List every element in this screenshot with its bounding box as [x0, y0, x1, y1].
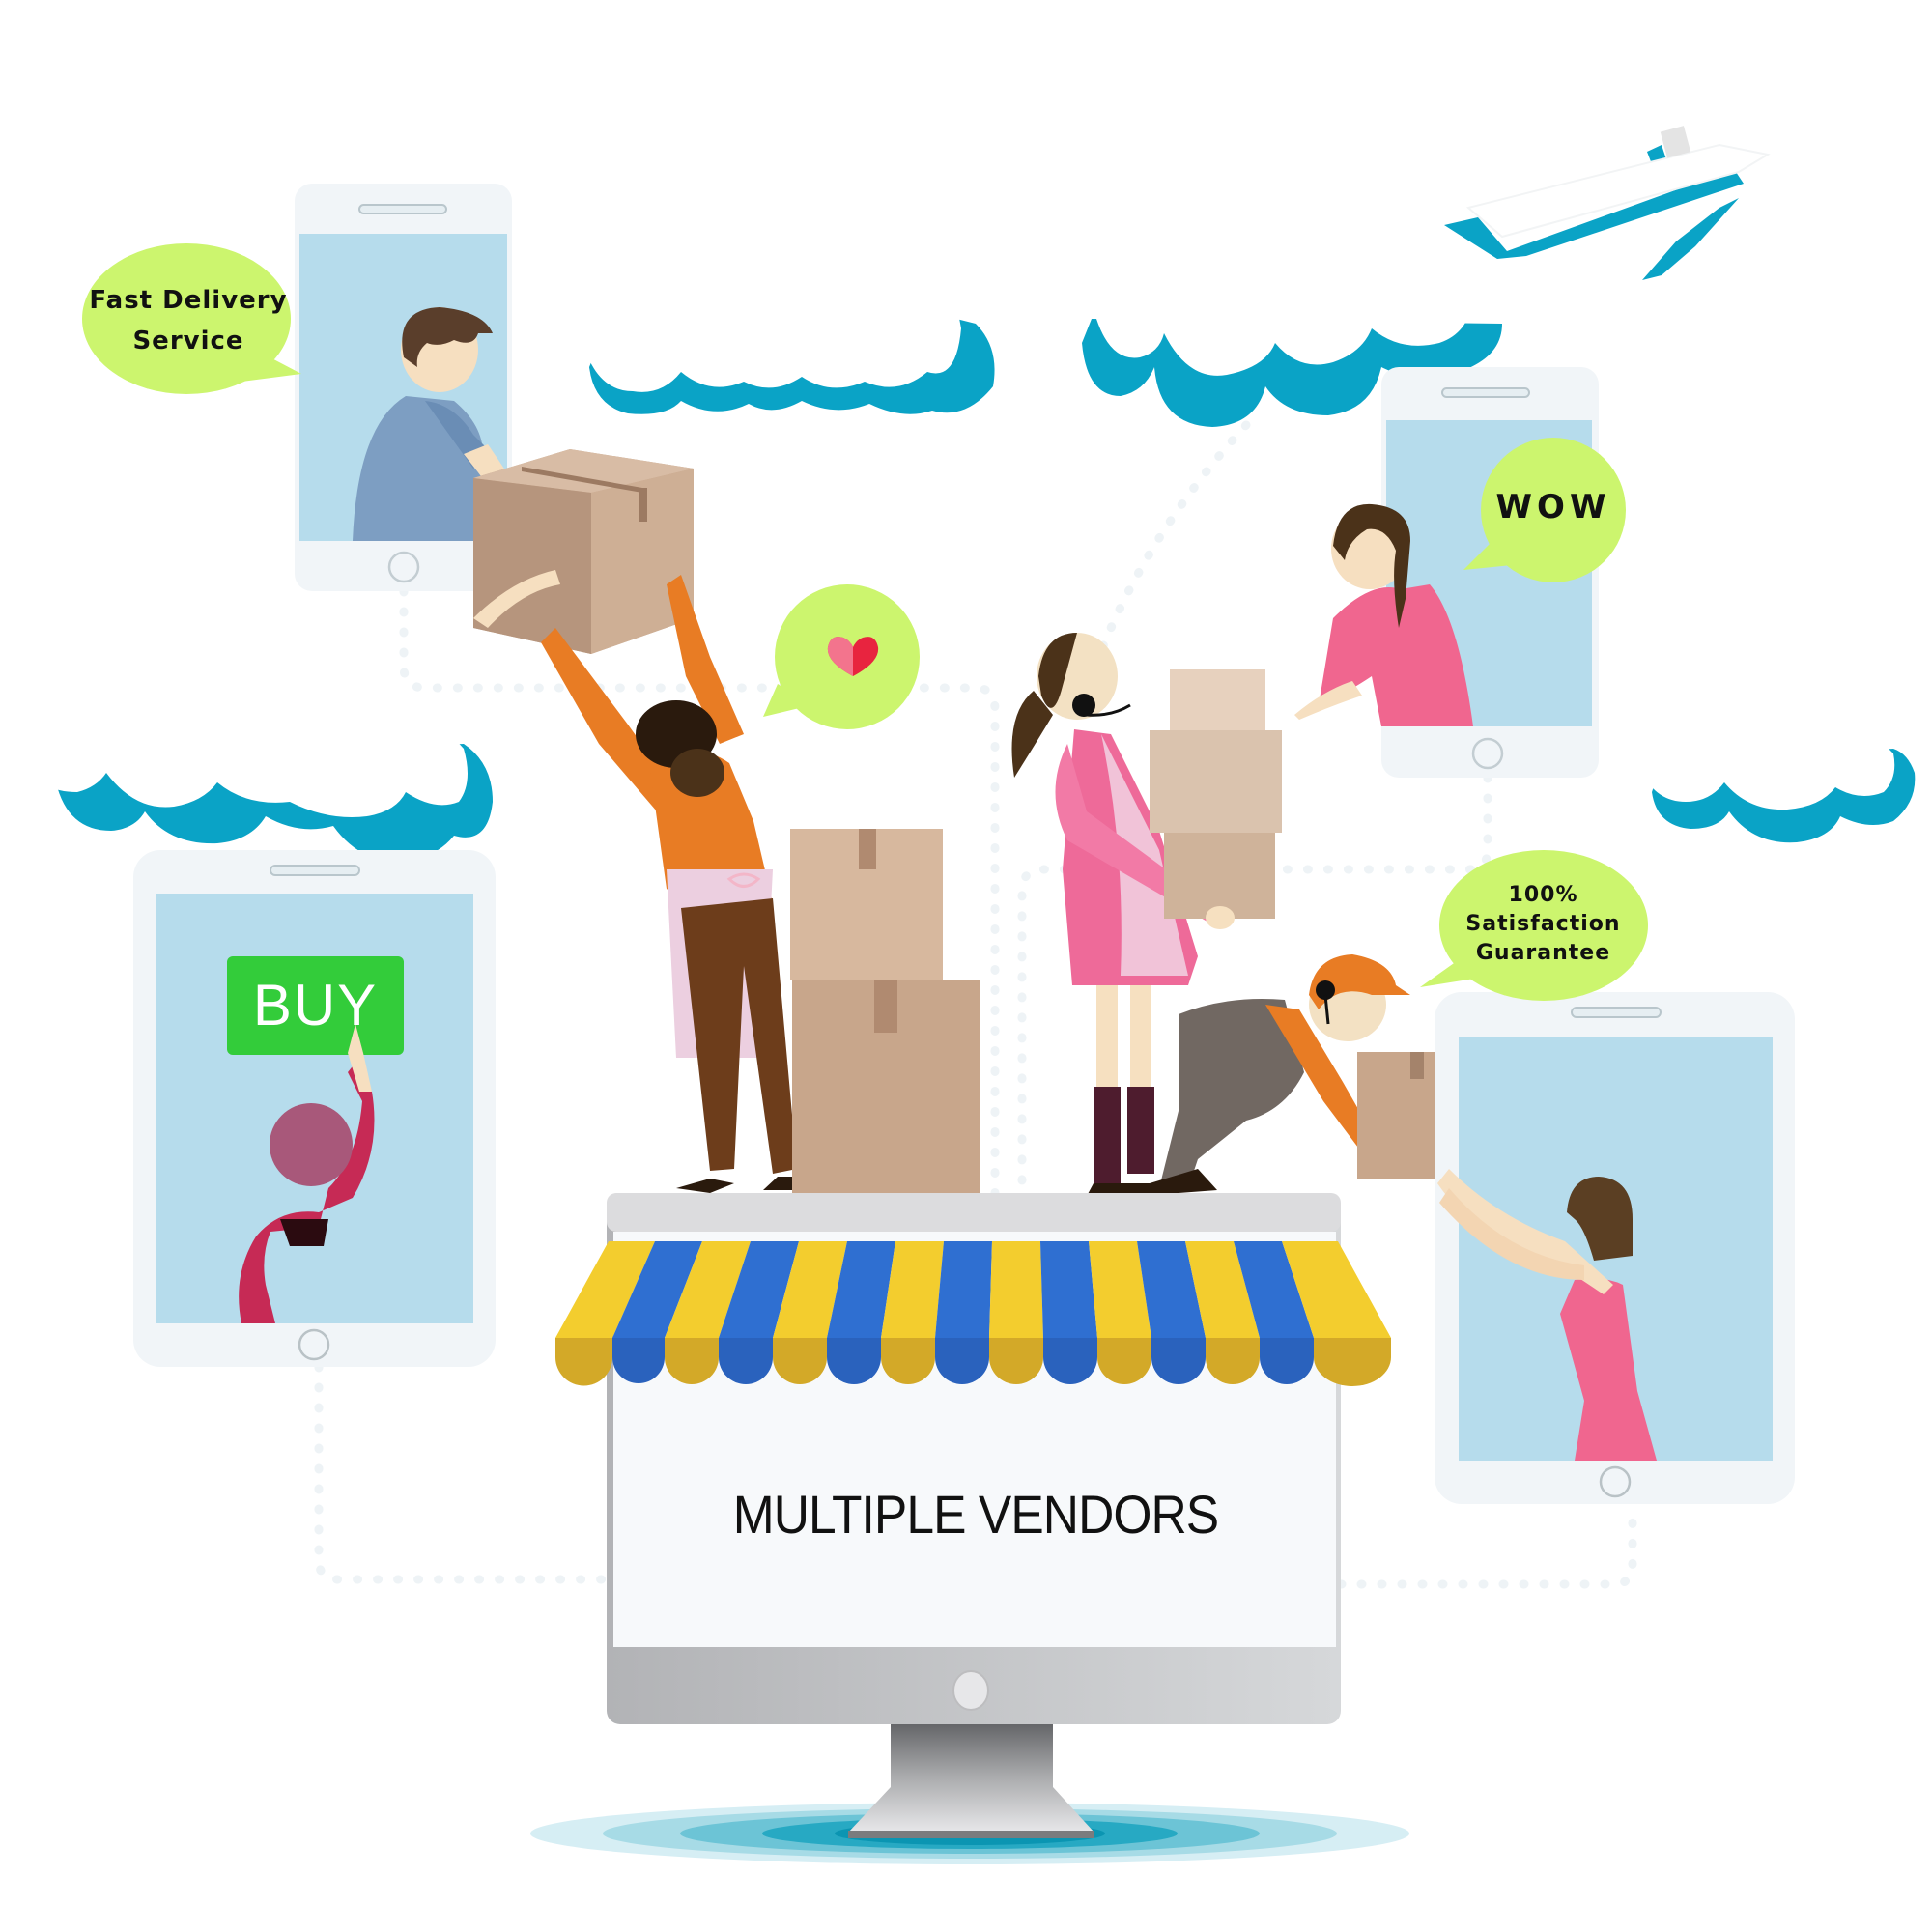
awning [555, 1241, 1391, 1386]
fast-delivery-line1: Fast Delivery [89, 286, 288, 315]
wow-text: WOW [1495, 488, 1611, 526]
cloud-left [29, 669, 493, 863]
cloud-right [1642, 701, 1916, 843]
cloud-top-right [1082, 201, 1502, 427]
cloud-top-left [584, 212, 995, 414]
speech-bubble-fast-delivery [82, 243, 301, 394]
box-stack-center [790, 829, 980, 1194]
tablet-left [133, 850, 496, 1367]
worker-reaching [541, 575, 807, 1193]
speech-bubble-heart [763, 584, 920, 729]
fast-delivery-line2: Service [132, 327, 244, 355]
satisfaction-line2: Satisfaction [1465, 912, 1621, 936]
box-held [473, 449, 694, 654]
satisfaction-text: 100% Satisfaction Guarantee [1439, 881, 1647, 968]
tablet-right [1435, 992, 1795, 1504]
fast-delivery-text: Fast Delivery Service [87, 280, 290, 361]
buy-button-shape [227, 956, 404, 1055]
box-stack-carried [1150, 669, 1282, 929]
speech-bubble-wow [1463, 438, 1626, 582]
worker-crouching [1140, 954, 1410, 1196]
airplane-icon [1444, 126, 1771, 280]
storefront-label: MULTIPLE VENDORS [732, 1484, 1219, 1545]
phone-top-left [295, 184, 555, 591]
buy-button[interactable]: BUY [252, 973, 379, 1037]
satisfaction-line1: 100% [1508, 883, 1578, 907]
speech-bubble-satisfaction [1420, 850, 1648, 1001]
satisfaction-line3: Guarantee [1475, 941, 1611, 965]
